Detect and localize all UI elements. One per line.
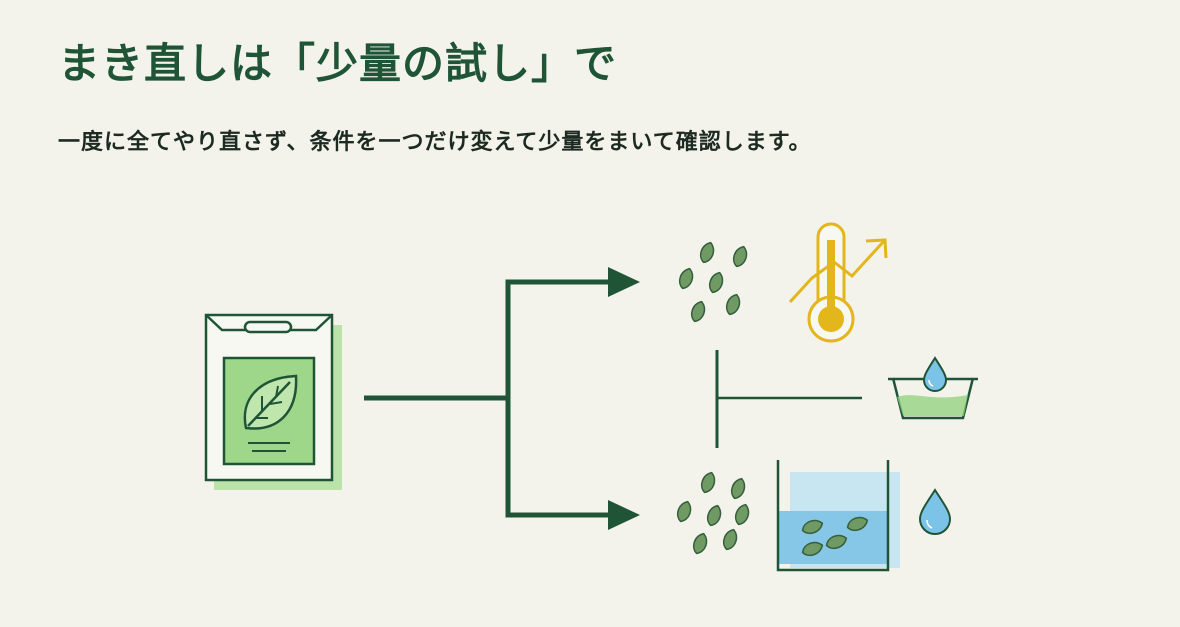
page-subtitle: 一度に全てやり直さず、条件を一つだけ変えて少量をまいて確認します。 (58, 130, 812, 155)
seed-cluster-icon (674, 469, 753, 557)
water-drop-icon (922, 356, 948, 392)
branch-arrows (364, 267, 640, 530)
soaking-container-icon (776, 460, 900, 572)
arrow-head-bottom (608, 500, 640, 530)
seed-cluster-icon (676, 239, 751, 325)
seed-packet-icon (204, 313, 342, 490)
comparison-connector (715, 350, 862, 448)
arrow-head-top (608, 267, 640, 297)
page-title: まき直しは「少量の試し」で (58, 39, 618, 88)
thermometer-icon (807, 222, 855, 343)
trend-up-arrow-icon (788, 238, 888, 304)
water-basin-icon (888, 377, 978, 420)
leaf-icon (243, 374, 298, 430)
water-drop-icon (918, 488, 952, 535)
